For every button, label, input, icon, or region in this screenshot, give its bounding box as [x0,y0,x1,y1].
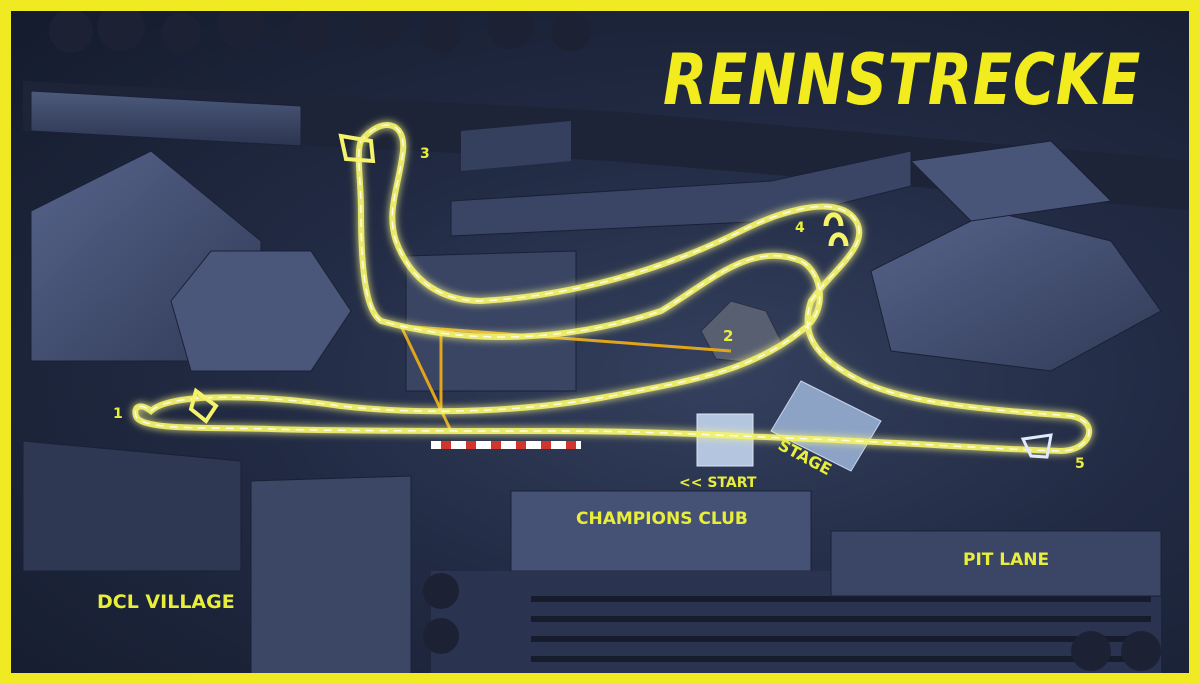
building-right [870,210,1162,372]
corner-number-3: 3 [420,146,430,162]
building-left-mid [170,250,352,372]
corner-number-4: 4 [795,220,805,236]
corner-number-5: 5 [1075,456,1085,472]
ramp-corner-3 [338,133,376,164]
venue-map [22,11,1189,673]
building-upper-left [30,90,302,147]
ramp-corner-5 [1020,433,1053,459]
stage-box [770,380,882,472]
label-pit-lane: PIT LANE [963,550,1050,570]
building-upper-block [461,121,571,171]
corner-number-1: 1 [113,406,123,422]
trees-bottom [423,573,1161,671]
label-dcl-village: DCL VILLAGE [97,591,235,613]
building-center [405,250,577,392]
arch-corner-4 [823,212,849,247]
building-right-top [909,140,1113,222]
racetrack [132,122,1093,455]
building-lower-left [22,440,242,572]
label-start: << START [679,475,757,491]
building-upper-row [450,150,912,237]
rock-pile [700,300,782,364]
page-title: RENNSTRECKE [662,39,1141,121]
start-box [696,413,754,467]
start-barrier [431,441,581,449]
grandstand-seats [531,596,1151,662]
pit-garages [830,530,1162,597]
corner-number-2: 2 [723,327,734,345]
ramp-corner-1 [188,387,219,424]
champions-club-building [510,490,812,572]
building-lower-mid [250,475,412,673]
trees-top [49,11,591,53]
label-champions-club: CHAMPIONS CLUB [576,509,748,529]
